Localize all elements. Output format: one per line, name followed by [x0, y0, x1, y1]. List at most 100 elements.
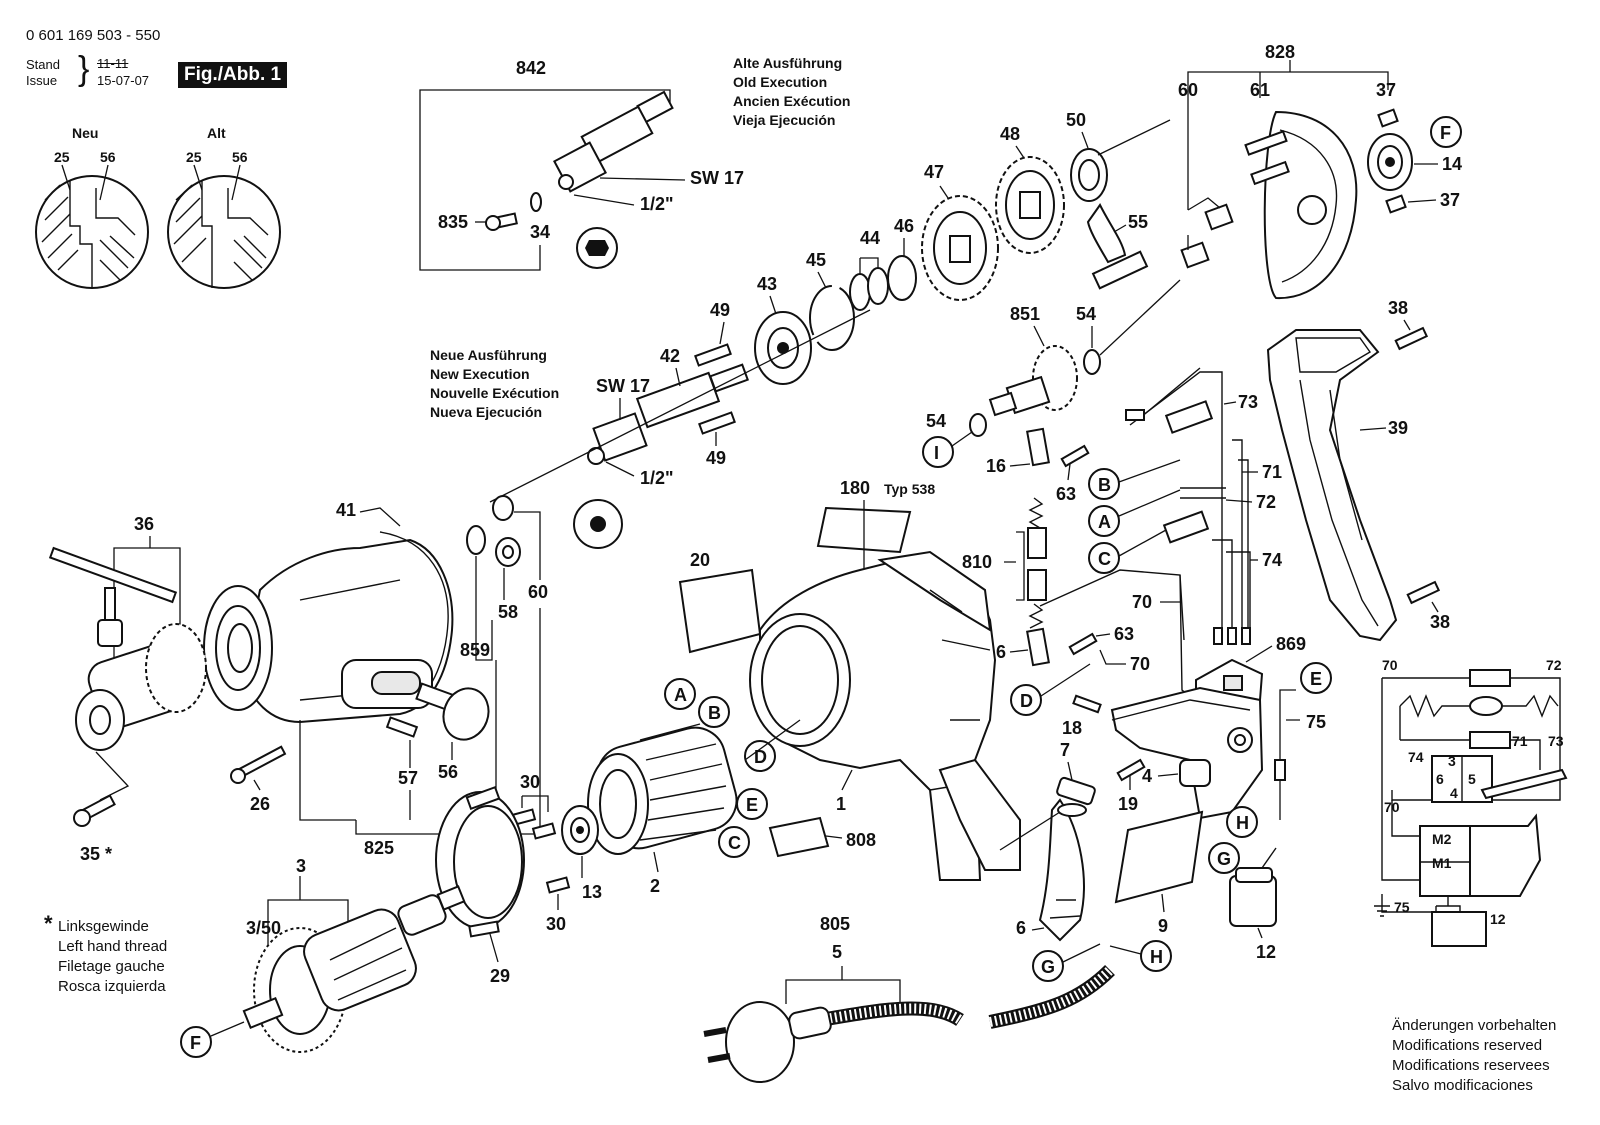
callout-f-bottom-label: F: [190, 1033, 201, 1053]
schematic-5-label: 5: [1468, 771, 1476, 787]
screw-835: [485, 212, 518, 231]
part-808-label: 808: [846, 830, 876, 850]
alt-56-label: 56: [232, 149, 248, 165]
part-49-top-label: 49: [710, 300, 730, 320]
part-835-label: 835: [438, 212, 468, 232]
part-3-label: 3: [296, 856, 306, 876]
bushing-61: [1204, 203, 1234, 231]
left-hand-de: Linksgewinde: [58, 918, 149, 935]
part-810-label: 810: [962, 552, 992, 572]
part-54-top-label: 54: [1076, 304, 1096, 324]
part-30-bottom-label: 30: [546, 914, 566, 934]
part-851-label: 851: [1010, 304, 1040, 324]
new-execution-fr: Nouvelle Exécution: [430, 385, 560, 401]
cord-clamp-7: [1056, 776, 1096, 806]
screw-19: [1116, 758, 1146, 782]
modifications-note: Änderungen vorbehalten Modifications res…: [1392, 1016, 1556, 1096]
stand-label: Stand: [26, 57, 60, 72]
callout-b-stator: [698, 696, 730, 728]
part-70-bottom-label: 70: [1130, 654, 1150, 674]
part-35-label: 35 *: [80, 844, 112, 864]
callout-f-top: [1430, 116, 1462, 148]
part-16-top-label: 16: [986, 456, 1006, 476]
callout-a-wire: [1088, 505, 1120, 537]
screw-38-top: [1394, 326, 1429, 351]
part-14-label: 14: [1442, 154, 1462, 174]
old-execution-de: Alte Ausführung: [733, 55, 843, 71]
neu-25-label: 25: [54, 149, 70, 165]
part-1-label: 1: [836, 794, 846, 814]
schematic-74-label: 74: [1408, 749, 1424, 765]
part-869-label: 869: [1276, 634, 1306, 654]
cord-guard-6: [1038, 798, 1087, 942]
part-56-label: 56: [438, 762, 458, 782]
detail-neu: [35, 164, 149, 289]
type-538-label: Typ 538: [884, 481, 935, 497]
axis-line-spindle: [489, 309, 871, 503]
callout-f-top-label: F: [1440, 123, 1451, 143]
part-70-top-label: 70: [1132, 592, 1152, 612]
part-842-label: 842: [516, 58, 546, 78]
screw-63-top: [1060, 444, 1090, 468]
pinion-851: [988, 345, 1078, 417]
modifications-en: Modifications reserved: [1392, 1037, 1543, 1054]
washer-54-bottom: [969, 413, 987, 437]
callout-c-stator-label: C: [728, 833, 741, 853]
schematic-71-label: 71: [1512, 733, 1528, 749]
bushing-60-housing: [492, 495, 514, 521]
part-54-bottom-label: 54: [926, 411, 946, 431]
callout-e-stator-label: E: [746, 795, 758, 815]
part-5-label: 5: [832, 942, 842, 962]
part-47-label: 47: [924, 162, 944, 182]
circlip-44b: [867, 267, 889, 305]
callout-d-stator-label: D: [754, 747, 767, 767]
callout-i-label: I: [934, 443, 939, 463]
power-cord-5: [703, 1001, 964, 1083]
stand-old-date: 11-11: [97, 56, 129, 71]
callout-b-wire: [1088, 468, 1120, 500]
wiring-schematic: [1374, 669, 1568, 947]
screw-38-bottom: [1406, 580, 1441, 605]
part-number: 0 601 169 503 - 550: [26, 27, 161, 44]
wiring-harness: [1039, 367, 1251, 706]
part-61-label: 61: [1250, 80, 1270, 100]
callout-g-cord: [1032, 950, 1064, 982]
part-4-label: 4: [1142, 766, 1152, 786]
schematic-70-top-label: 70: [1382, 657, 1398, 673]
callout-e-stator: [736, 788, 768, 820]
key-49-bottom: [698, 411, 736, 435]
part-7-label: 7: [1060, 740, 1070, 760]
group-805-bracket: [785, 966, 901, 1004]
alt-25-label: 25: [186, 149, 202, 165]
sw17-old-label: SW 17: [690, 168, 744, 188]
part-57-label: 57: [398, 768, 418, 788]
group-842-bracket: [419, 89, 671, 230]
schematic-73-label: 73: [1548, 733, 1564, 749]
callout-d-stator: [744, 740, 776, 772]
old-hex-detail: [576, 227, 618, 269]
callout-c-wire-label: C: [1098, 549, 1111, 569]
chuck-key: [48, 546, 178, 647]
part-55-label: 55: [1128, 212, 1148, 232]
part-18-label: 18: [1062, 718, 1082, 738]
issue-date: 15-07-07: [97, 73, 150, 88]
modifications-de: Änderungen vorbehalten: [1392, 1017, 1557, 1034]
part-74-label: 74: [1262, 550, 1282, 570]
schematic-75-label: 75: [1394, 899, 1410, 915]
schematic-72-label: 72: [1546, 657, 1562, 673]
shift-fork-55: [1086, 203, 1149, 290]
part-60-top-label: 60: [1178, 80, 1198, 100]
old-execution-note: Alte Ausführung Old Execution Ancien Exé…: [733, 54, 850, 130]
part-9-label: 9: [1158, 916, 1168, 936]
side-handle-39: [1266, 329, 1398, 642]
screw-57: [385, 716, 419, 738]
part-38-top-label: 38: [1388, 298, 1408, 318]
detail-label-new: Neu: [72, 125, 98, 141]
bushing-60: [1180, 241, 1210, 269]
axis-line-upper: [1097, 119, 1171, 156]
part-37-bottom-label: 37: [1440, 190, 1460, 210]
new-execution-en: New Execution: [430, 366, 530, 382]
callout-c-wire: [1088, 542, 1120, 574]
part-73-label: 73: [1238, 392, 1258, 412]
part-72-label: 72: [1256, 492, 1276, 512]
